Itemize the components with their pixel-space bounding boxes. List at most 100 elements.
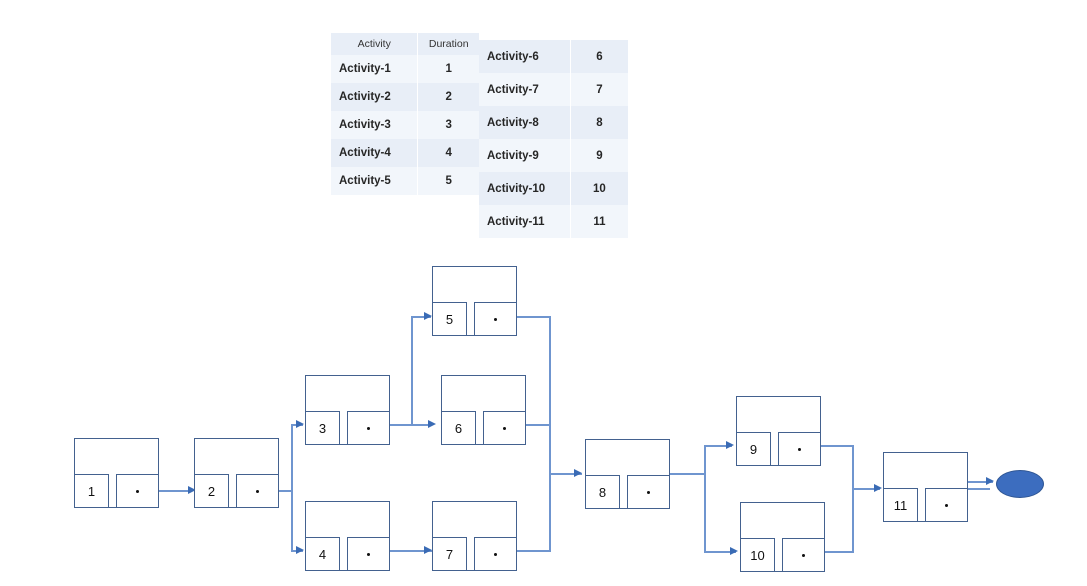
- cell-duration-value: 6: [569, 40, 628, 73]
- cell-activity-name: Activity-5: [331, 167, 418, 195]
- node-id-cell: 7: [432, 537, 467, 571]
- node-id-cell: 10: [740, 538, 775, 572]
- dot-icon: [945, 503, 948, 507]
- dot-icon: [802, 553, 805, 557]
- table-row: Activity-5 5: [331, 167, 479, 195]
- connector-3-to-5: [411, 316, 431, 318]
- node-marker-cell: [236, 474, 279, 508]
- connector-3-split-vertical: [411, 316, 413, 425]
- node-id-cell: 9: [736, 432, 771, 466]
- cell-duration-value: 1: [417, 55, 479, 83]
- arrowhead-into-10: [730, 547, 738, 555]
- node-marker-cell: [778, 432, 821, 466]
- cell-activity-name: Activity-6: [487, 50, 539, 63]
- cell-duration-value: 9: [569, 139, 628, 172]
- connector-1-to-2: [158, 490, 190, 492]
- connector-merge-vertical-to-8: [549, 316, 551, 551]
- node-id-cell: 1: [74, 474, 109, 508]
- node-marker-cell: [116, 474, 159, 508]
- cell-activity-name: Activity-2: [339, 91, 391, 103]
- dot-icon: [256, 489, 259, 493]
- cell-duration-value: 8: [569, 106, 628, 139]
- node-id-cell: 4: [305, 537, 340, 571]
- arrowhead-into-5: [424, 312, 432, 320]
- arrowhead-into-8: [574, 469, 582, 477]
- diagram-node-1[interactable]: 1: [74, 438, 159, 508]
- connector-8-to-10: [704, 551, 736, 553]
- connector-10-out: [825, 551, 854, 553]
- node-top-area: [737, 397, 820, 431]
- arrowhead-into-2: [188, 486, 196, 494]
- diagram-node-6[interactable]: 6: [441, 375, 526, 445]
- diagram-node-8[interactable]: 8: [585, 439, 670, 509]
- cell-activity-name: Activity-11: [479, 205, 571, 238]
- cell-activity-name: Activity-9: [479, 139, 571, 172]
- connector-5-out: [515, 316, 551, 318]
- table-left-body: Activity Duration Activity-1 1 Activity-…: [331, 33, 479, 195]
- table-row: Activity-7 7: [479, 73, 628, 106]
- cell-duration-value: 11: [569, 205, 628, 238]
- node-top-area: [306, 502, 389, 536]
- node-id-cell: 5: [432, 302, 467, 336]
- table-row: Activity-4 4: [331, 139, 479, 167]
- table-header-row: Activity Duration: [331, 33, 479, 55]
- arrowhead-into-7: [424, 546, 432, 554]
- node-marker-cell: [347, 411, 390, 445]
- diagram-node-5[interactable]: 5: [432, 266, 517, 336]
- node-marker-cell: [347, 537, 390, 571]
- diagram-node-3[interactable]: 3: [305, 375, 390, 445]
- node-marker-cell: [474, 302, 517, 336]
- arrowhead-into-4: [296, 546, 304, 554]
- end-node-ellipse[interactable]: [996, 470, 1044, 498]
- connector-8-out: [670, 473, 706, 475]
- node-top-area: [741, 503, 824, 537]
- node-marker-cell: [627, 475, 670, 509]
- connector-8-split-vertical: [704, 445, 706, 552]
- dot-icon: [494, 552, 497, 556]
- header-duration: Duration: [417, 33, 479, 55]
- node-top-area: [195, 439, 278, 473]
- arrowhead-into-11: [874, 484, 882, 492]
- table-right-body: Activity-6 6 Activity-7 7 Activity-8 8 A…: [479, 40, 628, 238]
- cell-duration-value: 7: [569, 73, 628, 106]
- diagram-node-4[interactable]: 4: [305, 501, 390, 571]
- diagram-node-2[interactable]: 2: [194, 438, 279, 508]
- cell-activity-name: Activity-3: [331, 111, 418, 139]
- diagram-node-7[interactable]: 7: [432, 501, 517, 571]
- connector-9-out: [820, 445, 854, 447]
- arrowhead-into-3: [296, 420, 304, 428]
- header-activity: Activity: [357, 38, 391, 50]
- connector-into-8: [549, 473, 582, 475]
- cell-duration-value: 5: [417, 167, 479, 195]
- cell-activity-name: Activity-10: [487, 182, 546, 195]
- diagram-node-9[interactable]: 9: [736, 396, 821, 466]
- activity-duration-table-left: Activity Duration Activity-1 1 Activity-…: [331, 33, 479, 195]
- node-top-area: [884, 453, 967, 487]
- node-top-area: [442, 376, 525, 410]
- dot-icon: [367, 552, 370, 556]
- diagram-node-10[interactable]: 10: [740, 502, 825, 572]
- connector-11-to-end: [963, 481, 993, 483]
- cell-activity-name: Activity-7: [479, 73, 571, 106]
- node-id-cell: 3: [305, 411, 340, 445]
- node-id-cell: 11: [883, 488, 918, 522]
- diagram-node-11[interactable]: 11: [883, 452, 968, 522]
- table-row: Activity-10 10: [479, 172, 628, 205]
- connector-2-out: [276, 490, 293, 492]
- arrowhead-into-6: [428, 420, 436, 428]
- cell-activity-name: Activity-1: [331, 55, 418, 83]
- cell-duration-value: 2: [417, 83, 479, 111]
- arrowhead-into-end: [986, 477, 994, 485]
- connector-7-out: [515, 550, 551, 552]
- connector-merge-vertical-to-11: [852, 445, 854, 552]
- cell-duration-value: 4: [417, 139, 479, 167]
- arrowhead-into-9: [726, 441, 734, 449]
- table-row: Activity-6 6: [479, 40, 628, 73]
- connector-4-to-7: [390, 550, 432, 552]
- connector-11-out-lower: [968, 488, 990, 490]
- dot-icon: [503, 426, 506, 430]
- dot-icon: [136, 489, 139, 493]
- node-marker-cell: [925, 488, 968, 522]
- connector-into-11: [852, 488, 880, 490]
- node-id-cell: 6: [441, 411, 476, 445]
